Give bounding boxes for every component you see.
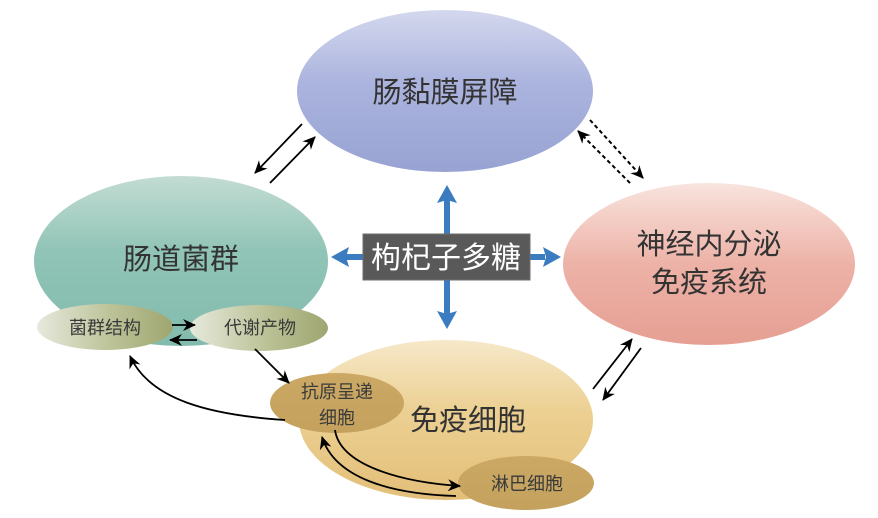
arrow-metabolites-to-apc xyxy=(254,348,290,384)
subnode-antigen-presenting-cells xyxy=(270,373,404,433)
arrow-microbiota-to-barrier xyxy=(269,136,316,184)
label-immune-cells: 免疫细胞 xyxy=(410,403,526,437)
label-mucosal-barrier: 肠黏膜屏障 xyxy=(372,75,517,109)
label-microbiota-structure: 菌群结构 xyxy=(69,318,141,339)
arrow-barrier-to-microbiota xyxy=(254,123,303,174)
label-lymphocytes: 淋巴细胞 xyxy=(491,474,563,495)
label-neuro-endocrine-line1: 神经内分泌 xyxy=(636,227,781,261)
subnode-microbiota-structure xyxy=(37,304,173,350)
arrow-neuro-to-barrier-dashed xyxy=(577,130,631,184)
arrow-apc-to-lymphocytes xyxy=(334,429,461,492)
arrow-neuro-to-immune xyxy=(602,347,642,401)
label-neuro-endocrine-line2: 免疫系统 xyxy=(651,265,767,299)
arrow-barrier-to-neuro-dashed xyxy=(589,119,644,179)
subnode-lymphocytes xyxy=(458,456,594,510)
arrow-apc-to-structure xyxy=(129,355,286,421)
blue-arrowhead-left xyxy=(331,247,349,267)
center-box xyxy=(362,233,531,281)
label-gut-microbiota: 肠道菌群 xyxy=(123,242,239,276)
subnode-metabolites xyxy=(190,305,328,351)
label-metabolites: 代谢产物 xyxy=(224,318,296,339)
node-neuro-endocrine-immune xyxy=(563,183,855,345)
label-apc-line2: 细胞 xyxy=(319,408,355,429)
blue-arrowhead-down xyxy=(437,311,457,329)
arrow-immune-to-neuro xyxy=(592,338,633,390)
center-label: 枸杞子多糖 xyxy=(371,241,521,276)
node-mucosal-barrier xyxy=(297,10,593,172)
blue-arrowhead-up xyxy=(437,185,457,203)
node-gut-microbiota xyxy=(34,176,328,346)
label-apc-line1: 抗原呈递 xyxy=(301,382,373,403)
blue-arrowhead-right xyxy=(543,247,561,267)
arrow-lymphocytes-to-apc xyxy=(319,436,457,497)
